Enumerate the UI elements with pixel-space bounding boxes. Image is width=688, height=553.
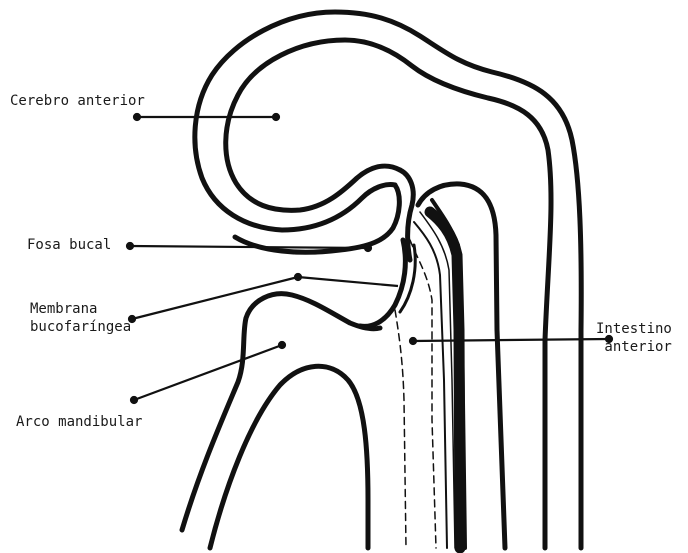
leader-membrana-1 [132, 277, 298, 319]
leader-membrana-2 [298, 277, 398, 286]
leader-membrana-dot-end [295, 274, 301, 280]
label-fosa-bucal: Fosa bucal [27, 236, 111, 254]
leader-fosa-bucal-dot-end [365, 245, 371, 251]
leader-arco-mandibular-dot-start [131, 397, 137, 403]
mandibular-arch-outer [182, 294, 380, 530]
membrane-dashed-line [395, 310, 406, 548]
leader-arco-mandibular-dot-end [279, 342, 285, 348]
label-arco-mandibular-text: Arco mandibular [16, 413, 142, 431]
leader-lines [127, 114, 612, 403]
label-arco-mandibular: Arco mandibular [16, 413, 142, 431]
leader-fosa-bucal-dot-start [127, 243, 133, 249]
endoderm-thick [430, 212, 460, 548]
foregut-thin-line-1 [414, 222, 447, 548]
leader-cerebro-anterior-dot-end [273, 114, 279, 120]
label-intestino-line2: anterior [596, 338, 672, 356]
label-membrana-line1: Membrana [30, 300, 131, 318]
label-cerebro-anterior-text: Cerebro anterior [10, 92, 145, 110]
stomodeum-roof [235, 185, 399, 252]
leader-intestino-anterior-dot-start [410, 338, 416, 344]
label-membrana-bucofaringea: Membrana bucofaríngea [30, 300, 131, 336]
label-cerebro-anterior: Cerebro anterior [10, 92, 145, 110]
forebrain-outer-surface [195, 12, 581, 548]
leader-cerebro-anterior-dot-start [134, 114, 140, 120]
foregut-dashed-line [410, 240, 436, 548]
leader-arco-mandibular [134, 345, 282, 400]
label-fosa-bucal-text: Fosa bucal [27, 236, 111, 254]
label-intestino-anterior: Intestino anterior [596, 320, 672, 356]
label-membrana-line2: bucofaríngea [30, 318, 131, 336]
label-intestino-line1: Intestino [596, 320, 672, 338]
leader-fosa-bucal [130, 246, 368, 248]
